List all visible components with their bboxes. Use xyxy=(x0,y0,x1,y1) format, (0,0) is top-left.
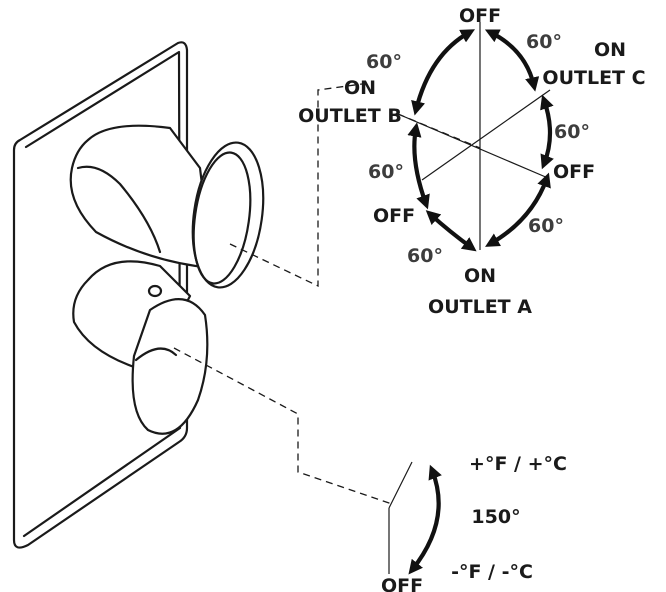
position-c-outlet: OUTLET C xyxy=(542,67,645,89)
position-a-outlet: OUTLET A xyxy=(428,296,532,318)
diverter-handle xyxy=(69,124,265,289)
position-b-outlet: OUTLET B xyxy=(298,105,402,127)
rotation-arrow-icon xyxy=(425,210,477,252)
rotation-arrow-icon xyxy=(407,122,430,210)
hot-direction-label: +°F / +°C xyxy=(469,453,567,475)
thermostat-handle xyxy=(72,260,209,435)
angle-label: 60° xyxy=(554,121,590,143)
angle-label: 60° xyxy=(407,245,443,267)
rotation-arrow-icon xyxy=(485,172,551,247)
position-a-state: ON xyxy=(464,265,496,287)
angle-label: 60° xyxy=(526,31,562,53)
position-right-state: OFF xyxy=(553,161,595,183)
cold-direction-label: -°F / -°C xyxy=(451,561,533,583)
thermostat-angle-label: 150° xyxy=(471,506,520,528)
diverter-rotation-diagram: OFF ON OUTLET C OFF ON OUTLET A OFF ON O… xyxy=(298,5,645,318)
angle-label: 60° xyxy=(368,161,404,183)
thermostat-rotation-diagram: +°F / +°C 150° -°F / -°C OFF xyxy=(381,453,567,592)
rotation-arrow-icon xyxy=(408,464,442,575)
angle-label: 60° xyxy=(528,215,564,237)
position-top-state: OFF xyxy=(459,5,501,27)
position-b-state: ON xyxy=(344,77,376,99)
rotation-arrow-icon xyxy=(540,94,554,170)
rotation-arrow-icon xyxy=(484,29,540,92)
thermostat-off-label: OFF xyxy=(381,575,423,592)
angle-label: 60° xyxy=(366,51,402,73)
position-c-state: ON xyxy=(594,39,626,61)
position-left-state: OFF xyxy=(373,205,415,227)
leader-lines xyxy=(173,83,393,505)
rotation-arrow-icon xyxy=(411,29,476,116)
